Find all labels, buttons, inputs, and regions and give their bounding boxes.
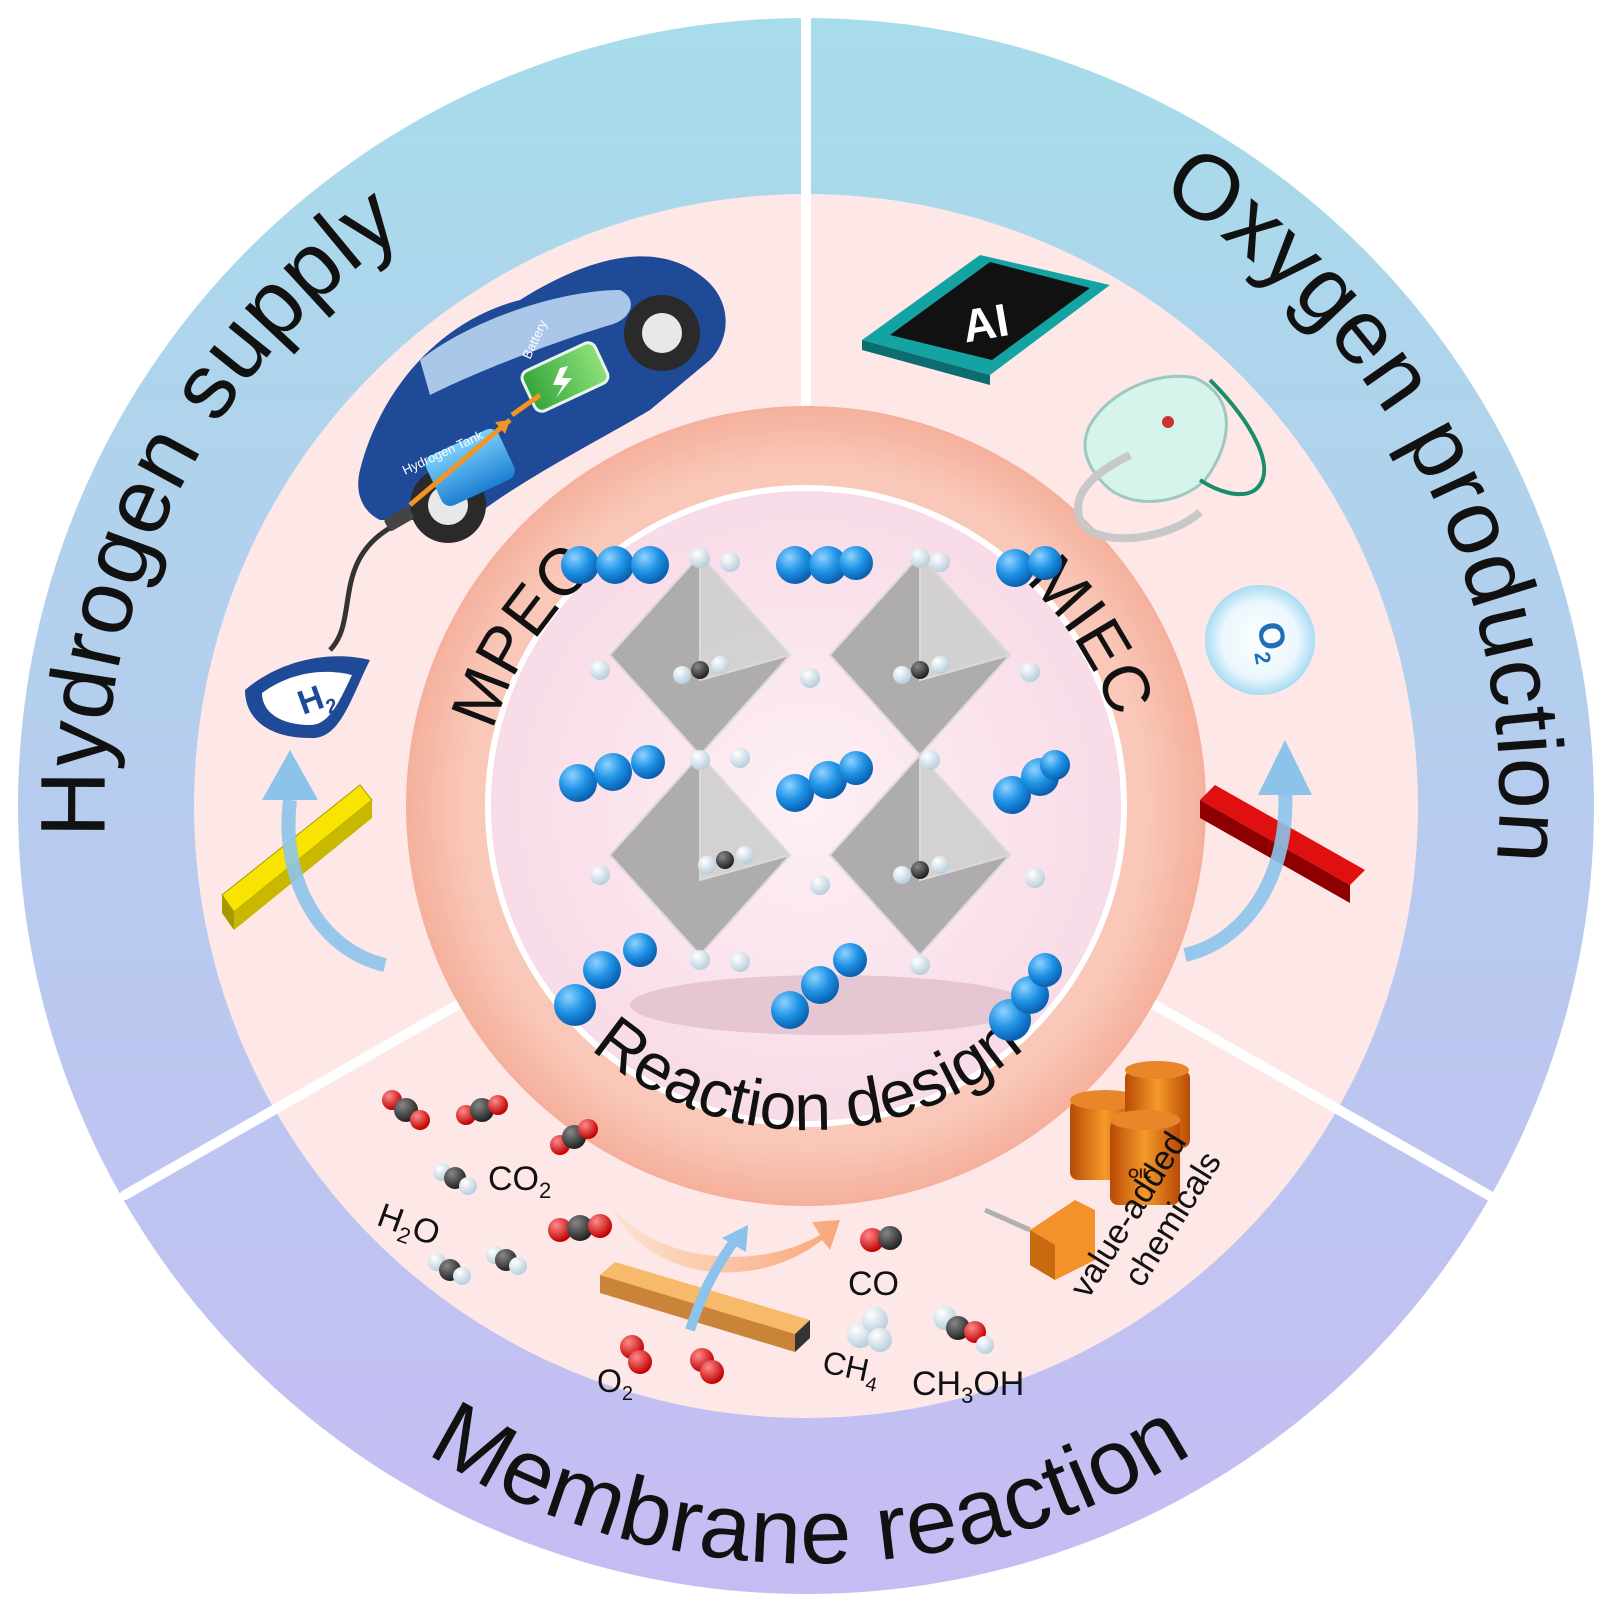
svg-text:OIL: OIL xyxy=(1128,1165,1152,1181)
blue-atom-groups xyxy=(554,546,1070,1041)
co2-label: CO2 xyxy=(488,1160,551,1203)
h2-drop-icon: H2 xyxy=(245,656,370,739)
o2-molecules-below xyxy=(620,1335,724,1384)
o2-label: O2 xyxy=(597,1363,633,1405)
ai-chip-icon: AI xyxy=(862,255,1110,385)
ch3oh-molecule xyxy=(933,1306,994,1354)
h2o-molecule xyxy=(428,1253,471,1285)
h2o-molecule xyxy=(433,1163,477,1195)
co2-molecule xyxy=(382,1090,430,1130)
perovskite-structure xyxy=(554,546,1070,1041)
reactant-molecules xyxy=(382,1090,612,1285)
fuel-cell-car: Hydrogen Tank Battery xyxy=(328,256,726,652)
co2-molecule xyxy=(456,1095,508,1125)
central-atoms xyxy=(673,656,949,884)
o2-bubble-icon: O2 xyxy=(1205,585,1315,695)
co-molecule xyxy=(860,1226,902,1252)
ch3oh-label: CH3OH xyxy=(912,1365,1024,1408)
hydrogen-flow-arrow xyxy=(262,750,387,972)
ch4-molecule xyxy=(847,1307,892,1352)
oxygen-mask-icon xyxy=(1074,374,1267,543)
reaction-flow-arrow xyxy=(610,1205,840,1273)
co2-molecule xyxy=(550,1119,598,1155)
vertex-atoms xyxy=(590,548,1045,975)
co2-molecule xyxy=(548,1214,612,1242)
svg-text:AI: AI xyxy=(958,293,1012,352)
co-label: CO xyxy=(848,1265,899,1303)
section-dividers xyxy=(120,13,1495,1201)
oil-barrels-icon: OIL xyxy=(1070,1061,1190,1205)
octahedra xyxy=(608,552,1012,957)
reaction-membrane xyxy=(600,1225,810,1384)
h2o-molecule xyxy=(486,1246,527,1275)
fuel-can-icon xyxy=(983,1200,1095,1280)
product-molecules xyxy=(847,1226,994,1354)
oxygen-flow-arrow xyxy=(1183,740,1312,962)
fuel-hose xyxy=(328,522,397,652)
